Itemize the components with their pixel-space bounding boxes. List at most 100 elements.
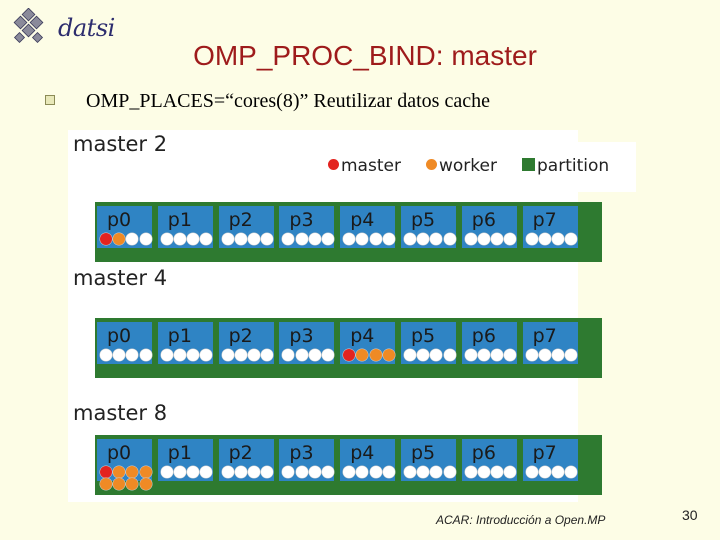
worker-thread-dot [113,466,126,478]
empty-slot-dot [261,466,274,478]
empty-slot-dot [234,466,247,478]
empty-slot-dot [174,349,186,361]
place-label: p7 [532,209,557,231]
empty-slot-dot [221,349,234,361]
empty-slot-dot [100,349,112,361]
worker-thread-dot [369,349,382,361]
section-label-master-4: master 4 [73,266,168,290]
empty-slot-dot [282,233,295,245]
empty-slot-dot [160,466,173,478]
worker-thread-dot [113,478,126,490]
empty-slot-dot [295,233,308,245]
empty-slot-dot [322,349,334,361]
empty-slot-dot [504,466,517,478]
legend-item-master: master [328,156,401,176]
empty-slot-dot [234,233,247,245]
empty-slot-dot [308,349,321,361]
master-dot-icon [328,159,339,170]
place-label: p1 [167,209,192,231]
worker-thread-dot [356,349,369,361]
master-thread-dot [100,466,112,478]
place-label: p2 [228,325,253,347]
place-label: p5 [411,442,436,464]
master-thread-dot [100,233,112,245]
empty-slot-dot [464,466,477,478]
empty-slot-dot [356,466,369,478]
empty-slot-dot [282,349,295,361]
empty-slot-dot [491,466,504,478]
empty-slot-dot [174,233,186,245]
empty-slot-dot [417,233,430,245]
place-label: p3 [289,442,314,464]
empty-slot-dot [234,349,247,361]
empty-slot-dot [478,233,490,245]
footer-text: ACAR: Introducción a Open.MP [436,513,606,527]
slide-title: OMP_PROC_BIND: master [193,40,537,71]
worker-thread-dot [126,478,139,490]
empty-slot-dot [464,233,477,245]
empty-slot-dot [552,349,564,361]
empty-slot-dot [187,233,200,245]
place-label: p3 [289,209,314,231]
empty-slot-dot [200,349,213,361]
empty-slot-dot [221,233,234,245]
legend-master-label: master [341,156,401,176]
empty-slot-dot [430,233,443,245]
place-label: p3 [289,325,314,347]
empty-slot-dot [295,466,308,478]
empty-slot-dot [443,349,456,361]
empty-slot-dot [261,233,274,245]
legend-item-worker: worker [426,156,497,176]
empty-slot-dot [404,233,416,245]
empty-slot-dot [308,466,321,478]
place-label: p4 [350,442,375,464]
empty-slot-dot [417,349,430,361]
section-label-master-8: master 8 [73,401,168,425]
partition-square-icon [522,158,535,171]
empty-slot-dot [538,233,551,245]
place-label: p2 [228,442,253,464]
place-label: p1 [167,325,192,347]
place-label: p2 [228,209,253,231]
empty-slot-dot [538,349,551,361]
place-label: p7 [532,325,557,347]
empty-slot-dot [308,233,321,245]
empty-slot-dot [200,466,213,478]
worker-dot-icon [426,159,437,170]
place-label: p4 [350,325,375,347]
empty-slot-dot [139,349,152,361]
place-label: p6 [471,442,496,464]
worker-thread-dot [139,466,152,478]
thread-binding-figure: master worker partition master 2 master … [68,130,636,502]
empty-slot-dot [174,466,186,478]
section-label-master-2: master 2 [73,132,168,156]
empty-slot-dot [126,349,139,361]
empty-slot-dot [504,349,517,361]
empty-slot-dot [404,466,416,478]
empty-slot-dot [478,349,490,361]
empty-slot-dot [369,233,382,245]
datsi-logo: datsi [10,7,115,46]
empty-slot-dot [565,233,578,245]
empty-slot-dot [478,466,490,478]
worker-thread-dot [382,349,395,361]
empty-slot-dot [356,233,369,245]
empty-slot-dot [565,466,578,478]
master-thread-dot [343,349,356,361]
empty-slot-dot [525,349,538,361]
place-label: p7 [532,442,557,464]
empty-slot-dot [538,466,551,478]
empty-slot-dot [504,233,517,245]
empty-slot-dot [491,349,504,361]
empty-slot-dot [552,233,564,245]
empty-slot-dot [343,466,356,478]
empty-slot-dot [200,233,213,245]
empty-slot-dot [430,466,443,478]
worker-thread-dot [100,478,112,490]
place-label: p6 [471,209,496,231]
empty-slot-dot [382,233,395,245]
datsi-logo-emblem [13,7,44,44]
empty-slot-dot [160,349,173,361]
place-label: p5 [411,209,436,231]
empty-slot-dot [491,233,504,245]
